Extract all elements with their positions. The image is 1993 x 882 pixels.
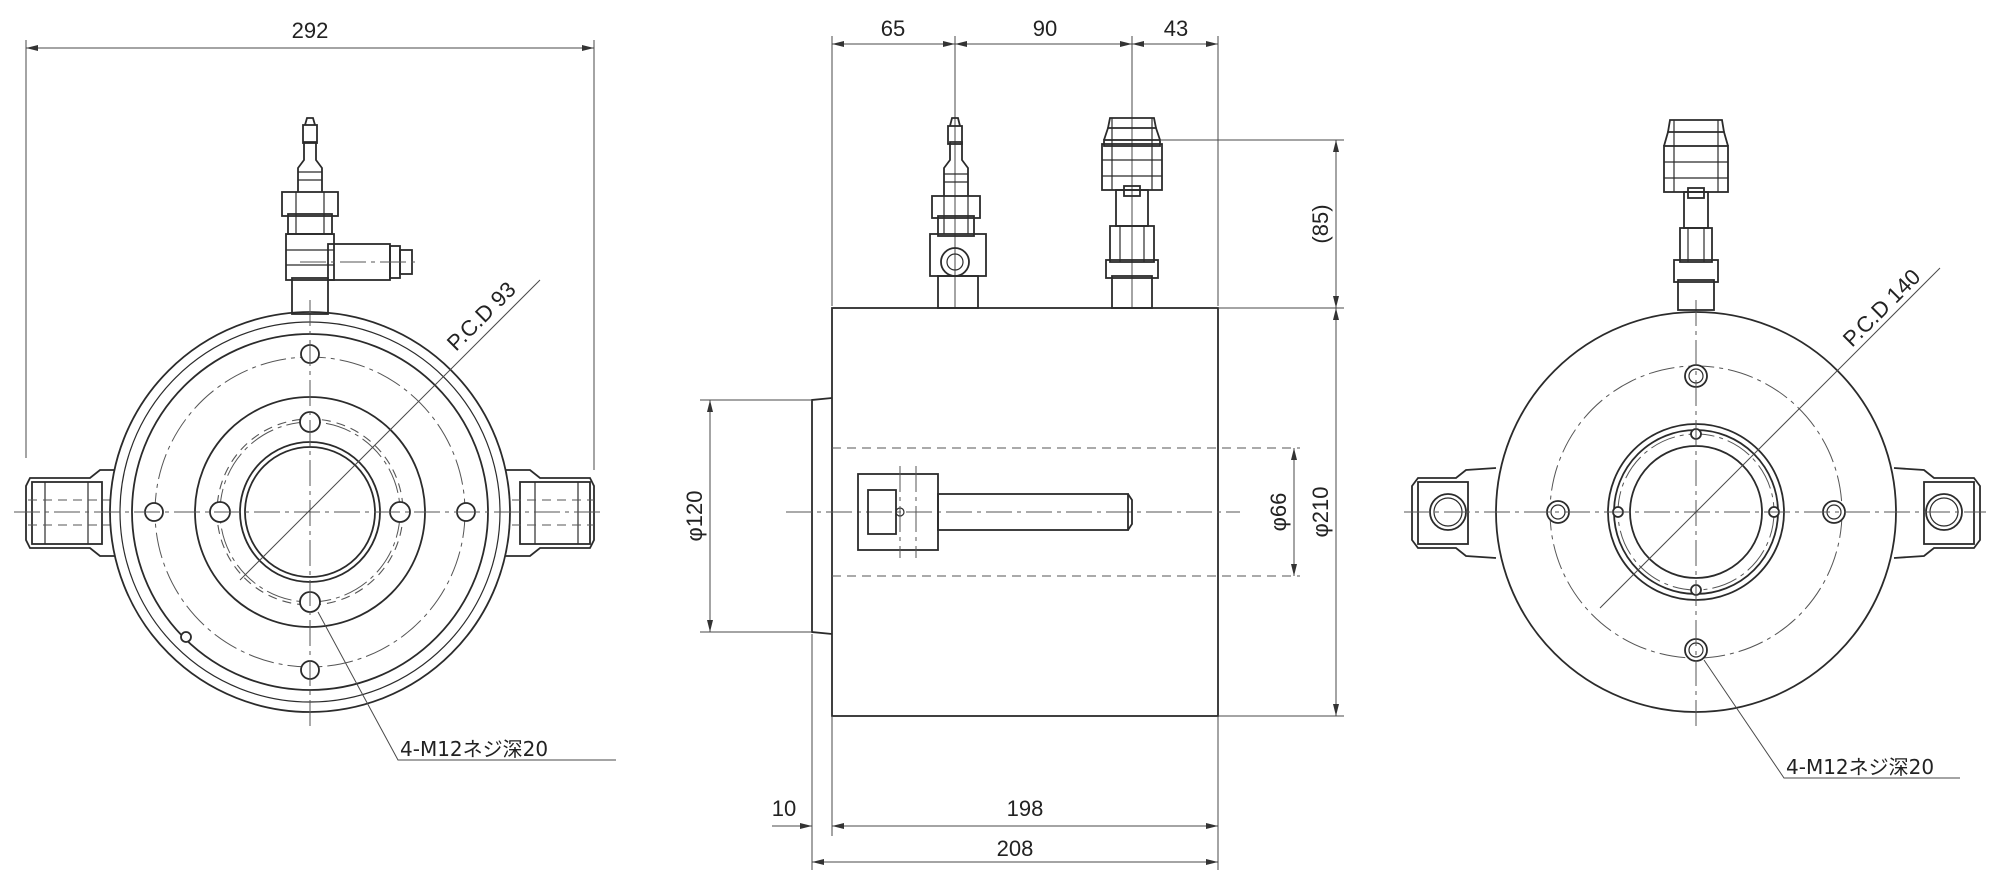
dim-10: 10 xyxy=(772,796,796,821)
side-view: 65 90 43 xyxy=(682,16,1344,870)
pcd-93-leader xyxy=(239,279,541,581)
side-grease-fitting xyxy=(929,117,987,309)
dim-120: φ120 xyxy=(682,491,707,542)
pcd-140-label: P.C.D 140 xyxy=(1838,264,1925,351)
small-pin-hole xyxy=(180,631,192,643)
thread-callout-right: 4-M12ネジ深20 xyxy=(1786,755,1934,779)
right-lug xyxy=(490,469,595,557)
dim-43: 43 xyxy=(1164,16,1188,41)
rear-coupler xyxy=(1663,119,1729,311)
pcd-140-leader xyxy=(1599,267,1941,609)
dim-85: (85) xyxy=(1308,204,1333,243)
dim-66: φ66 xyxy=(1266,493,1291,532)
dim-208: 208 xyxy=(997,836,1034,861)
dim-198: 198 xyxy=(1007,796,1044,821)
dim-210: φ210 xyxy=(1308,487,1333,538)
front-flange xyxy=(811,397,833,635)
pcd-93-label: P.C.D 93 xyxy=(442,277,521,356)
dim-65: 65 xyxy=(881,16,905,41)
rear-right-lug xyxy=(1893,467,1981,559)
rear-left-lug xyxy=(1411,467,1497,559)
thread-leader-right xyxy=(1703,659,1960,779)
dim-292: 292 xyxy=(292,18,329,43)
thread-leader-left xyxy=(317,611,616,761)
front-view: 292 xyxy=(14,18,616,761)
left-lug xyxy=(25,469,140,557)
grease-fitting xyxy=(281,117,420,315)
rear-view: P.C.D 140 4-M12ネジ深20 xyxy=(1404,119,1986,779)
side-coupler xyxy=(1101,117,1163,309)
dim-90: 90 xyxy=(1033,16,1057,41)
internal-shaft xyxy=(857,466,1133,558)
thread-callout-left: 4-M12ネジ深20 xyxy=(400,737,548,761)
